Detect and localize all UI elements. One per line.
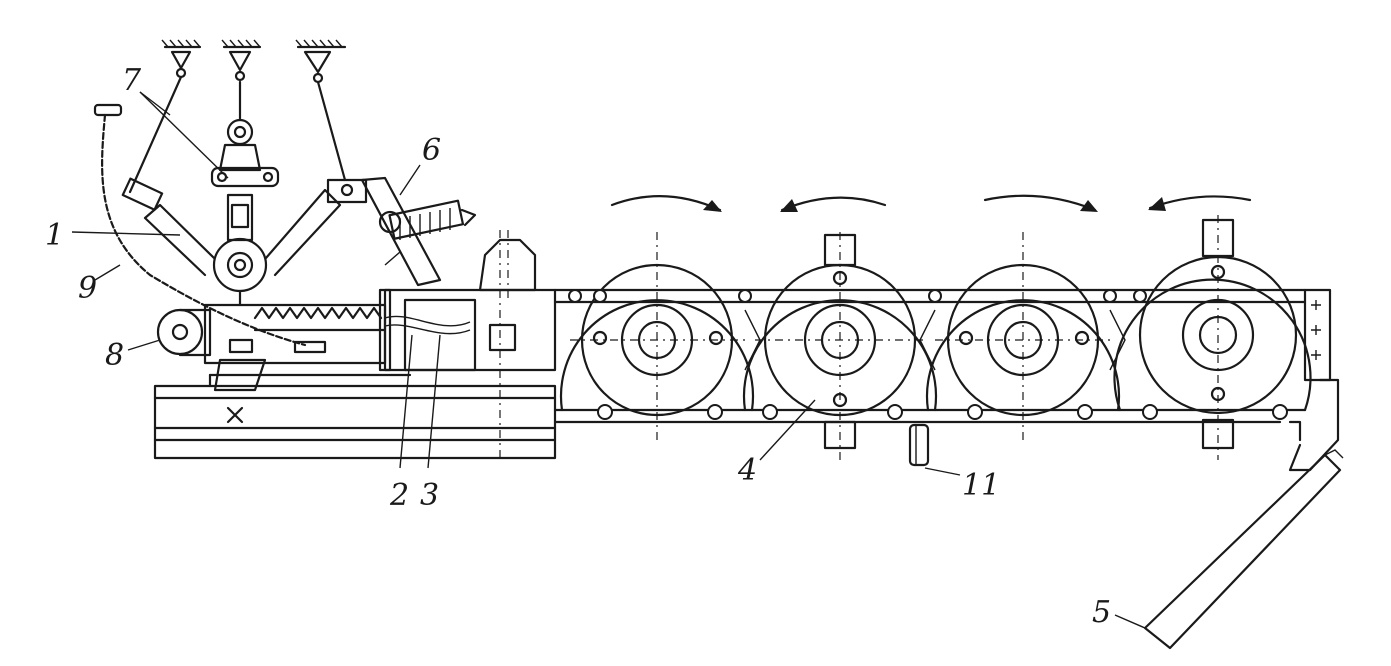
label-2: 2 (389, 478, 409, 513)
right-frame (1288, 288, 1340, 472)
chain-rollers (568, 289, 1288, 420)
stop-pin (908, 423, 930, 467)
label-3: 3 (420, 478, 439, 513)
label-6: 6 (422, 133, 441, 168)
drive-wheels (559, 215, 1312, 460)
part-labels: 1 2 3 4 5 6 7 8 9 11 (45, 63, 1111, 630)
leader-lines (71, 91, 1146, 629)
lever-arm (1143, 449, 1344, 650)
burner-nozzle (360, 176, 477, 287)
wheel-3 (925, 232, 1121, 440)
label-8: 8 (105, 338, 124, 373)
label-1: 1 (45, 218, 64, 253)
cutter-arms (121, 80, 368, 307)
end-pulley (156, 308, 212, 357)
label-11: 11 (962, 468, 1000, 503)
carriage-housing (203, 230, 557, 392)
label-7: 7 (122, 63, 142, 98)
wheel-1 (559, 232, 755, 440)
label-9: 9 (78, 271, 97, 306)
rotation-arrows (610, 194, 1252, 212)
ceiling-hangers (128, 39, 347, 194)
wheel-4 (1113, 215, 1312, 460)
base-frame (153, 230, 557, 460)
label-5: 5 (1092, 595, 1111, 630)
label-4: 4 (737, 453, 757, 488)
flexible-hose (93, 103, 307, 347)
wheel-2 (742, 232, 938, 460)
